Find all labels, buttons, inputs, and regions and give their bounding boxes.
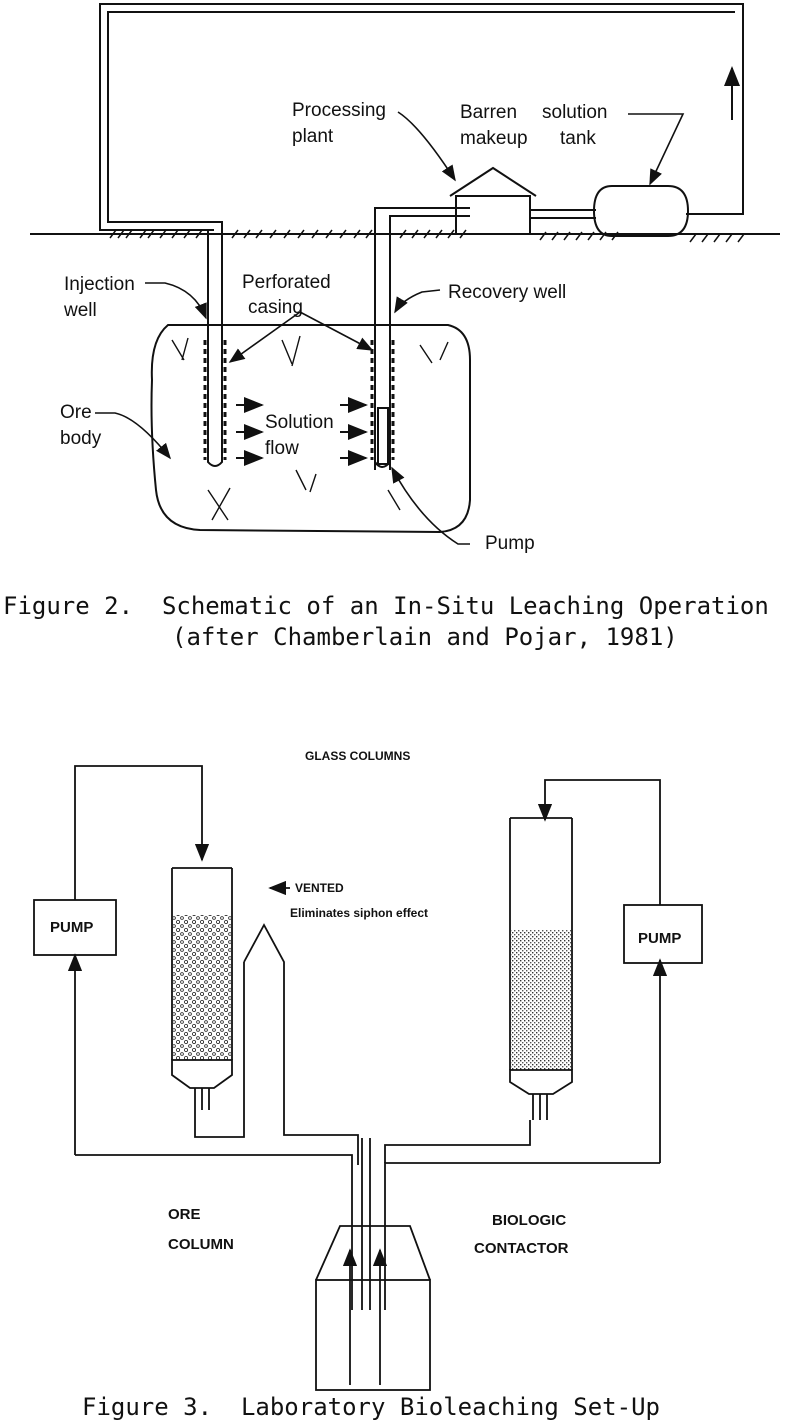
label-eliminates: Eliminates siphon effect bbox=[290, 906, 428, 920]
ore-column-funnel bbox=[171, 1059, 233, 1089]
left-feed-pipe bbox=[75, 1154, 353, 1310]
right-pump-to-column-pipe bbox=[537, 779, 661, 905]
label-flow-line1: Solution bbox=[265, 412, 334, 433]
figure-2-caption-line1: Figure 2. Schematic of an In-Situ Leachi… bbox=[3, 592, 769, 620]
recovery-bottom bbox=[374, 461, 391, 468]
figure-3-diagram bbox=[33, 765, 703, 1391]
label-flow-line2: flow bbox=[265, 438, 299, 459]
contactor-column-fill bbox=[511, 930, 571, 1070]
ore-column-outlet bbox=[194, 962, 245, 1138]
label-injection-line1: Injection bbox=[64, 274, 135, 295]
injection-well bbox=[207, 230, 223, 467]
pump-device bbox=[377, 407, 389, 465]
label-solution-line1: solution bbox=[542, 102, 608, 123]
figure-3-caption: Figure 3. Laboratory Bioleaching Set-Up bbox=[82, 1393, 660, 1421]
ore-texture bbox=[171, 335, 449, 521]
label-perforated-line1: Perforated bbox=[242, 272, 331, 293]
label-processing-line2: plant bbox=[292, 126, 334, 147]
ore-column-fill bbox=[173, 915, 231, 1060]
processing-plant bbox=[455, 195, 531, 235]
label-pump-right: PUMP bbox=[638, 930, 681, 947]
label-biologic-line2: CONTACTOR bbox=[474, 1240, 569, 1257]
recovery-well-outer bbox=[374, 207, 470, 470]
label-pump: Pump bbox=[485, 533, 535, 554]
solution-flow-arrows bbox=[236, 397, 368, 466]
figure-2-caption-line2: (after Chamberlain and Pojar, 1981) bbox=[172, 623, 678, 651]
pump-right-box bbox=[623, 904, 703, 964]
label-ore-line1: Ore bbox=[60, 402, 92, 423]
label-glass-columns: GLASS COLUMNS bbox=[305, 749, 410, 763]
label-processing-line1: Processing bbox=[292, 100, 386, 121]
right-column-feed bbox=[384, 1120, 531, 1163]
label-vented: VENTED bbox=[295, 881, 344, 895]
label-injection-line2: well bbox=[63, 300, 97, 321]
right-feed-pipe bbox=[384, 1162, 660, 1310]
label-solution-line2: tank bbox=[560, 128, 596, 149]
label-ore-column-line2: COLUMN bbox=[168, 1236, 234, 1253]
vent-tube bbox=[243, 923, 359, 1165]
solution-tank bbox=[592, 185, 690, 237]
label-recovery-well: Recovery well bbox=[448, 282, 566, 303]
leader-lines bbox=[95, 111, 685, 545]
left-pump-to-column-pipe bbox=[74, 765, 210, 900]
ore-body bbox=[150, 324, 471, 534]
figure-2-diagram bbox=[30, 3, 780, 545]
contactor-box bbox=[315, 1279, 431, 1391]
processing-plant-roof bbox=[449, 166, 537, 197]
contactor-inlet-pipes bbox=[361, 1138, 371, 1310]
label-ore-line2: body bbox=[60, 428, 102, 449]
return-pipe-inner bbox=[107, 11, 735, 230]
label-barren-line1: Barren bbox=[460, 102, 517, 123]
recovery-well-inner bbox=[389, 215, 470, 470]
label-biologic-line1: BIOLOGIC bbox=[492, 1212, 566, 1229]
label-pump-left: PUMP bbox=[50, 919, 93, 936]
return-pipe bbox=[99, 3, 744, 231]
ore-column-tube bbox=[171, 867, 233, 1060]
label-perforated-line2: casing bbox=[248, 297, 303, 318]
label-ore-column-line1: ORE bbox=[168, 1206, 201, 1223]
label-barren-line2: makeup bbox=[460, 128, 528, 149]
ground-hatching bbox=[109, 229, 745, 243]
contactor-funnel bbox=[315, 1225, 431, 1281]
contactor-column-funnel bbox=[509, 1069, 573, 1095]
contactor-column-tube bbox=[509, 817, 573, 1070]
